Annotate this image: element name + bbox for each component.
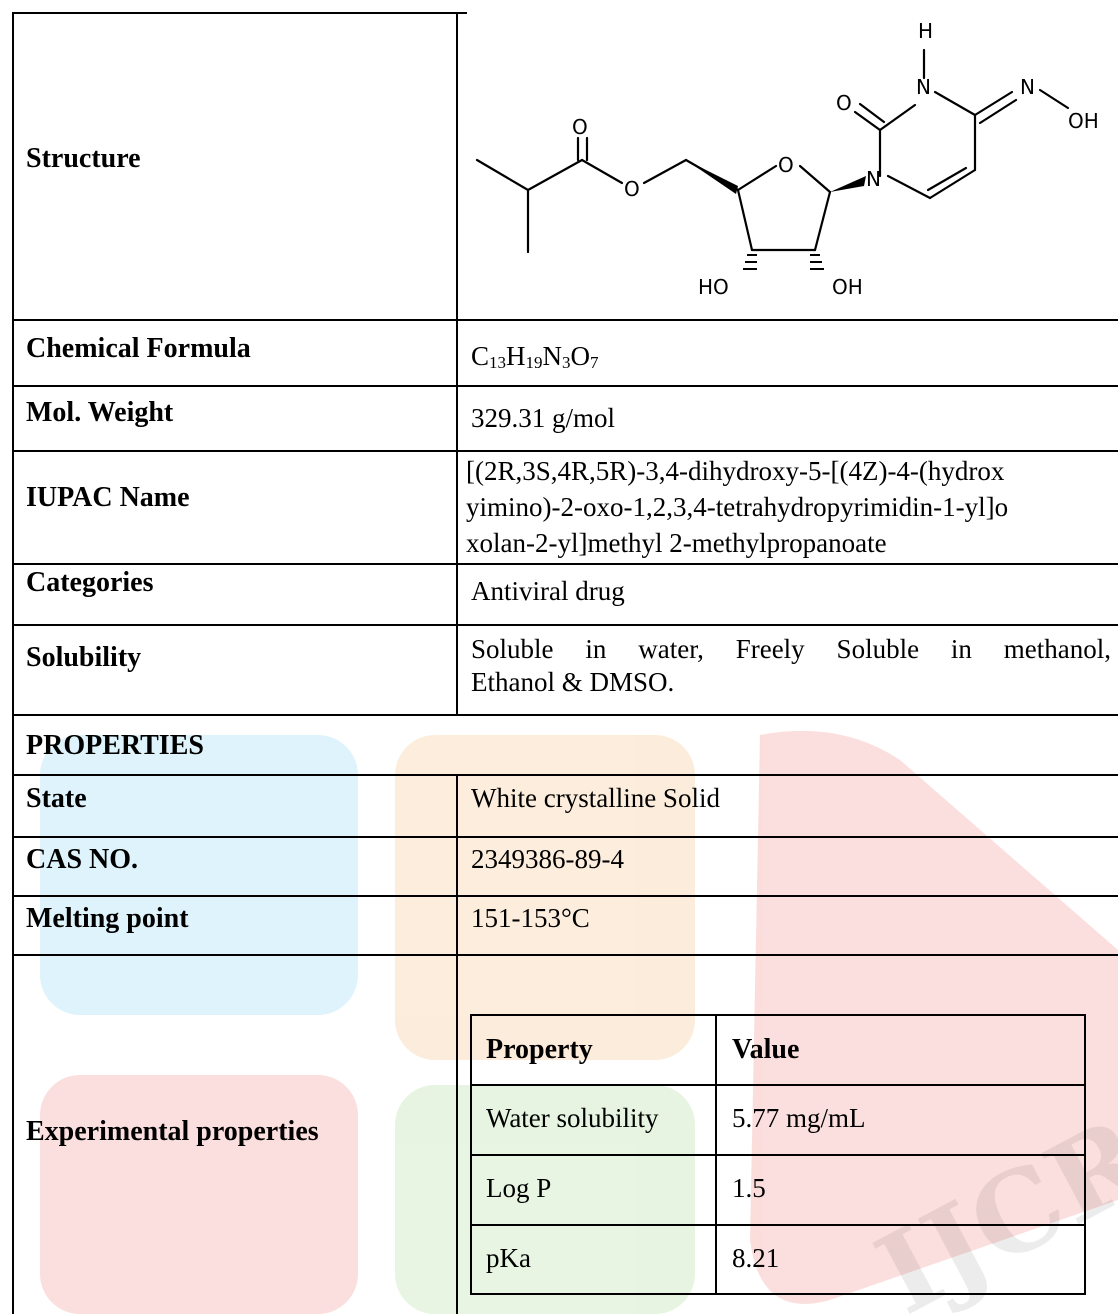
wedge-bond [686, 160, 738, 194]
watermark-red-block [40, 1075, 358, 1314]
atom-h: H [918, 19, 933, 43]
chemical-structure-diagram: H N O N OH O O O N HO OH [475, 19, 1099, 299]
inner-cell-value: 5.77 mg/mL [732, 1103, 866, 1133]
label-state: State [26, 783, 87, 814]
value-categories: Antiviral drug [471, 576, 625, 606]
value-solubility: Soluble in water, Freely Soluble in meth… [471, 634, 1111, 698]
bond [933, 90, 977, 117]
wedge-bond [830, 176, 866, 192]
bond [475, 158, 530, 192]
value-chemical-formula: C13H19N3O7 [471, 341, 599, 372]
table-border-top [12, 12, 467, 14]
row-line-6 [12, 714, 1118, 716]
bond [886, 174, 932, 200]
table-divider-vertical-lower [456, 775, 458, 1314]
iupac-line-2: yimino)-2-oxo-1,2,3,4-tetrahydropyrimidi… [466, 492, 1009, 522]
inner-row-line-1 [470, 1084, 1086, 1086]
bond [1038, 88, 1070, 110]
bond [973, 90, 1014, 117]
bond [858, 102, 886, 124]
atom-n: N [866, 167, 881, 191]
row-line-4 [12, 563, 1118, 565]
row-line-3 [12, 450, 1118, 452]
value-melting-point: 151-153°C [471, 903, 590, 933]
atom-o: O [624, 177, 640, 201]
atom-ho: HO [698, 275, 729, 299]
bond [878, 103, 917, 132]
row-line-9 [12, 895, 1118, 897]
inner-header-value: Value [732, 1034, 800, 1065]
inner-cell-property: pKa [486, 1243, 531, 1273]
iupac-line-1: [(2R,3S,4R,5R)-3,4-dihydroxy-5-[(4Z)-4-(… [466, 456, 1005, 486]
bond [526, 158, 584, 192]
row-line-2 [12, 385, 1118, 387]
inner-cell-value: 1.5 [732, 1173, 766, 1203]
inner-row-line-3 [470, 1224, 1086, 1226]
iupac-line-3: xolan-2-yl]methyl 2-methylpropanoate [466, 528, 887, 558]
value-mol-weight: 329.31 g/mol [471, 403, 616, 433]
atom-o: O [836, 91, 852, 115]
bond [853, 110, 882, 132]
label-solubility: Solubility [26, 642, 142, 673]
label-properties-header: PROPERTIES [26, 730, 204, 761]
bond [928, 168, 977, 200]
label-cas-no: CAS NO. [26, 844, 139, 875]
bond [926, 166, 968, 192]
experimental-properties-table: Property Value Water solubility 5.77 mg/… [470, 1014, 1086, 1295]
inner-row-line-2 [470, 1154, 1086, 1156]
label-iupac-name: IUPAC Name [26, 482, 190, 513]
bond [798, 164, 832, 194]
label-melting-point: Melting point [26, 903, 189, 934]
value-state: White crystalline Solid [471, 783, 720, 813]
row-line-8 [12, 836, 1118, 838]
inner-cell-property: Water solubility [486, 1103, 659, 1133]
inner-cell-property: Log P [486, 1173, 552, 1203]
atom-n: N [1020, 75, 1035, 99]
row-line-7 [12, 774, 1118, 776]
bond [978, 98, 1018, 125]
watermark-orange-block [395, 735, 695, 1060]
inner-cell-value: 8.21 [732, 1243, 780, 1273]
value-iupac-name: [(2R,3S,4R,5R)-3,4-dihydroxy-5-[(4Z)-4-(… [466, 456, 1114, 559]
label-mol-weight: Mol. Weight [26, 397, 174, 428]
atom-n: N [916, 75, 931, 99]
inner-header-property: Property [486, 1034, 593, 1065]
atom-oh: OH [832, 275, 863, 299]
watermark-cyan-block [40, 735, 358, 1015]
watermark-red-play [750, 730, 1118, 1304]
solubility-line-2: Ethanol & DMSO. [471, 667, 675, 697]
label-experimental-properties: Experimental properties [26, 1116, 319, 1147]
value-cas-no: 2349386-89-4 [471, 844, 624, 874]
row-line-10 [12, 954, 1118, 956]
inner-border-bottom [470, 1293, 1086, 1295]
label-chemical-formula: Chemical Formula [26, 333, 251, 364]
table-divider-vertical [456, 12, 458, 715]
bond [813, 190, 832, 252]
table-border-left [12, 12, 14, 1314]
atom-o: O [572, 115, 588, 139]
inner-border-top [470, 1014, 1086, 1016]
label-structure: Structure [26, 143, 141, 174]
bond [580, 158, 624, 185]
label-categories: Categories [26, 567, 154, 598]
row-line-1 [12, 319, 1118, 321]
bond [736, 164, 778, 192]
solubility-line-1: Soluble in water, Freely Soluble in meth… [471, 634, 1111, 664]
atom-o: O [778, 153, 794, 177]
bond [642, 158, 688, 185]
bond [736, 188, 754, 252]
atom-oh: OH [1068, 109, 1099, 133]
row-line-5 [12, 624, 1118, 626]
